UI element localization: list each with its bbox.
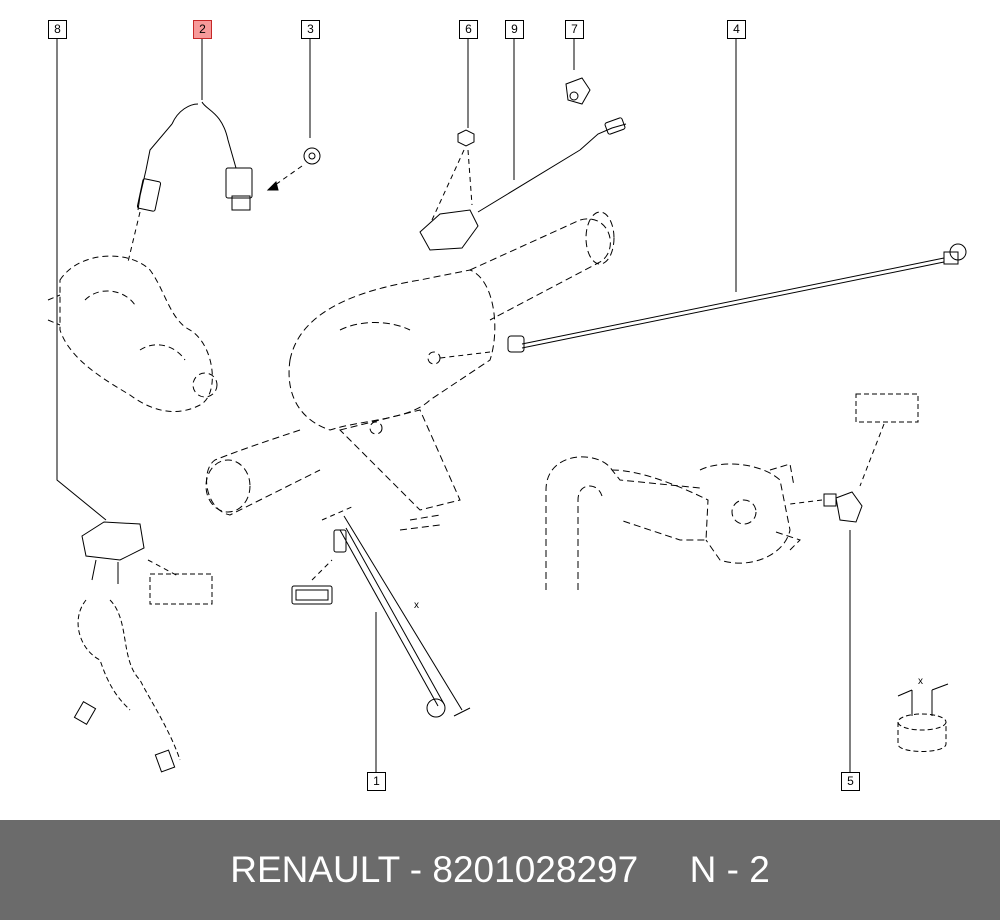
footer-caption: RENAULT - 8201028297 N - 2 <box>0 820 1000 920</box>
nox-sensor-item-9 <box>419 117 627 251</box>
pressure-sensor-item-8 <box>73 521 213 773</box>
callout-6[interactable]: 6 <box>459 20 478 39</box>
sensor-item-1: x <box>291 505 471 718</box>
brand-name: RENAULT <box>230 849 400 890</box>
part-number: 8201028297 <box>432 849 639 890</box>
temperature-sensor-item-4 <box>439 243 967 359</box>
position-label: N - 2 <box>689 849 770 890</box>
leader-lines <box>56 38 851 772</box>
separator: - <box>399 849 433 890</box>
catalytic-converter <box>205 211 615 531</box>
clip-item-3 <box>266 147 321 191</box>
exhaust-manifold <box>47 255 218 413</box>
callout-2-highlighted[interactable]: 2 <box>193 20 212 39</box>
callout-5[interactable]: 5 <box>841 772 860 791</box>
egr-assembly <box>545 456 801 590</box>
callout-7[interactable]: 7 <box>565 20 584 39</box>
dimension-mark-x: x <box>918 676 923 687</box>
callout-9[interactable]: 9 <box>505 20 524 39</box>
dimension-mark-x: x <box>414 600 419 611</box>
clip-item-7 <box>565 77 591 105</box>
exploded-view-drawing: x <box>47 38 967 773</box>
seal-detail: x <box>897 676 949 752</box>
sensor-item-5 <box>789 393 919 523</box>
callout-1[interactable]: 1 <box>367 772 386 791</box>
callout-3[interactable]: 3 <box>301 20 320 39</box>
callout-4[interactable]: 4 <box>727 20 746 39</box>
footer-bar: RENAULT - 8201028297 N - 2 <box>0 820 1000 920</box>
callout-8[interactable]: 8 <box>48 20 67 39</box>
oxygen-sensor-item-2 <box>127 101 253 263</box>
